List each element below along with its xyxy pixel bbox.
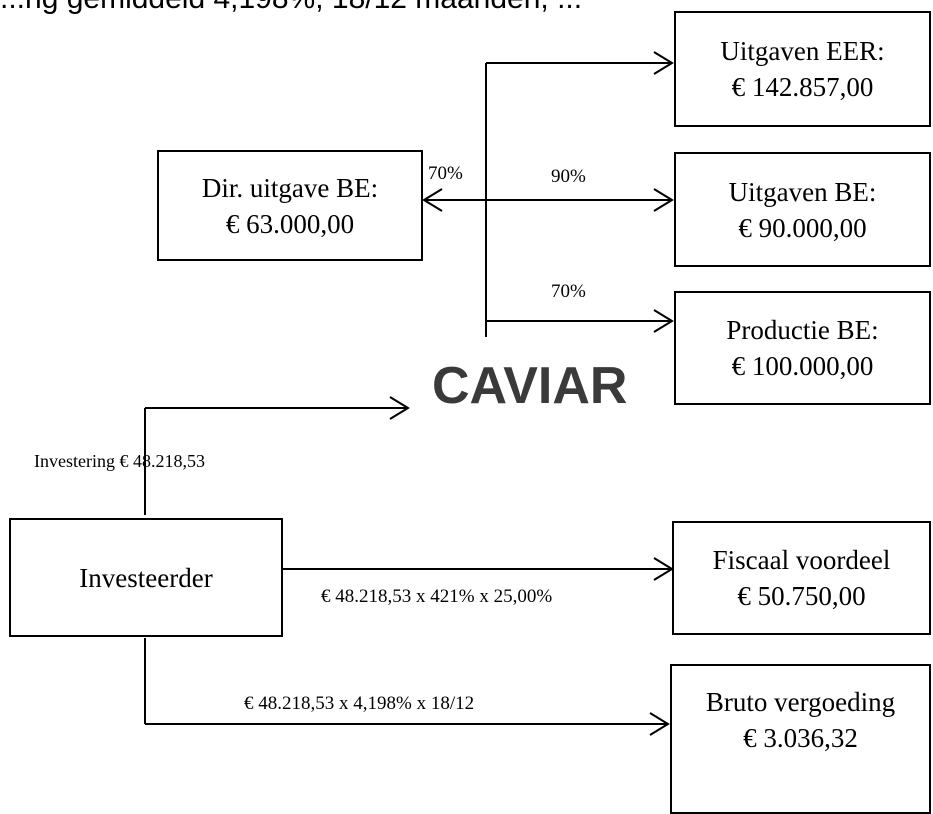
top-cut-text: ...ng gemiddeld 4,198%, 18/12 maanden, .… <box>0 0 582 16</box>
pct-70-bottom-label: 70% <box>551 281 586 302</box>
bruto-formula-label: € 48.218,53 x 4,198% x 18/12 <box>244 693 475 714</box>
fiscaal-value: € 50.750,00 <box>737 581 866 611</box>
dir-uitgave-value: € 63.000,00 <box>225 208 355 239</box>
productie-be-value: € 100.000,00 <box>731 351 874 381</box>
arrowhead-eer <box>653 51 674 75</box>
arrowhead-caviar <box>389 396 410 420</box>
investering-label: Investering € 48.218,53 <box>34 451 205 471</box>
investeerder-box: Investeerder <box>9 518 283 637</box>
uitgaven-eer-box: Uitgaven EER: € 142.857,00 <box>674 11 931 127</box>
arrowhead-bruto <box>649 712 670 736</box>
arrowhead-be-right <box>653 188 674 212</box>
dir-uitgave-label: Dir. uitgave BE: <box>201 172 379 203</box>
pct-70-left-label: 70% <box>428 163 463 184</box>
uitgaven-be-value: € 90.000,00 <box>738 212 867 243</box>
bruto-label: Bruto vergoeding <box>705 687 896 717</box>
bruto-value: € 3.036,32 <box>743 723 858 753</box>
bruto-box: Bruto vergoeding € 3.036,32 <box>670 664 931 814</box>
uitgaven-eer-value: € 142.857,00 <box>731 72 874 102</box>
arrowhead-productie <box>653 309 674 333</box>
uitgaven-be-box: Uitgaven BE: € 90.000,00 <box>674 152 931 267</box>
uitgaven-be-label: Uitgaven BE: <box>728 176 877 207</box>
productie-be-box: Productie BE: € 100.000,00 <box>674 291 931 405</box>
dir-uitgave-box: Dir. uitgave BE: € 63.000,00 <box>157 150 423 261</box>
uitgaven-eer-label: Uitgaven EER: <box>720 36 885 66</box>
fiscaal-label: Fiscaal voordeel <box>712 545 891 575</box>
fiscaal-formula-label: € 48.218,53 x 421% x 25,00% <box>321 586 553 607</box>
fiscaal-box: Fiscaal voordeel € 50.750,00 <box>672 521 931 635</box>
arrowhead-dir-left <box>422 188 443 212</box>
caviar-logo: CAVIAR <box>432 357 628 415</box>
pct-90-label: 90% <box>551 166 586 187</box>
productie-be-label: Productie BE: <box>726 315 879 345</box>
investeerder-label: Investeerder <box>79 562 213 593</box>
